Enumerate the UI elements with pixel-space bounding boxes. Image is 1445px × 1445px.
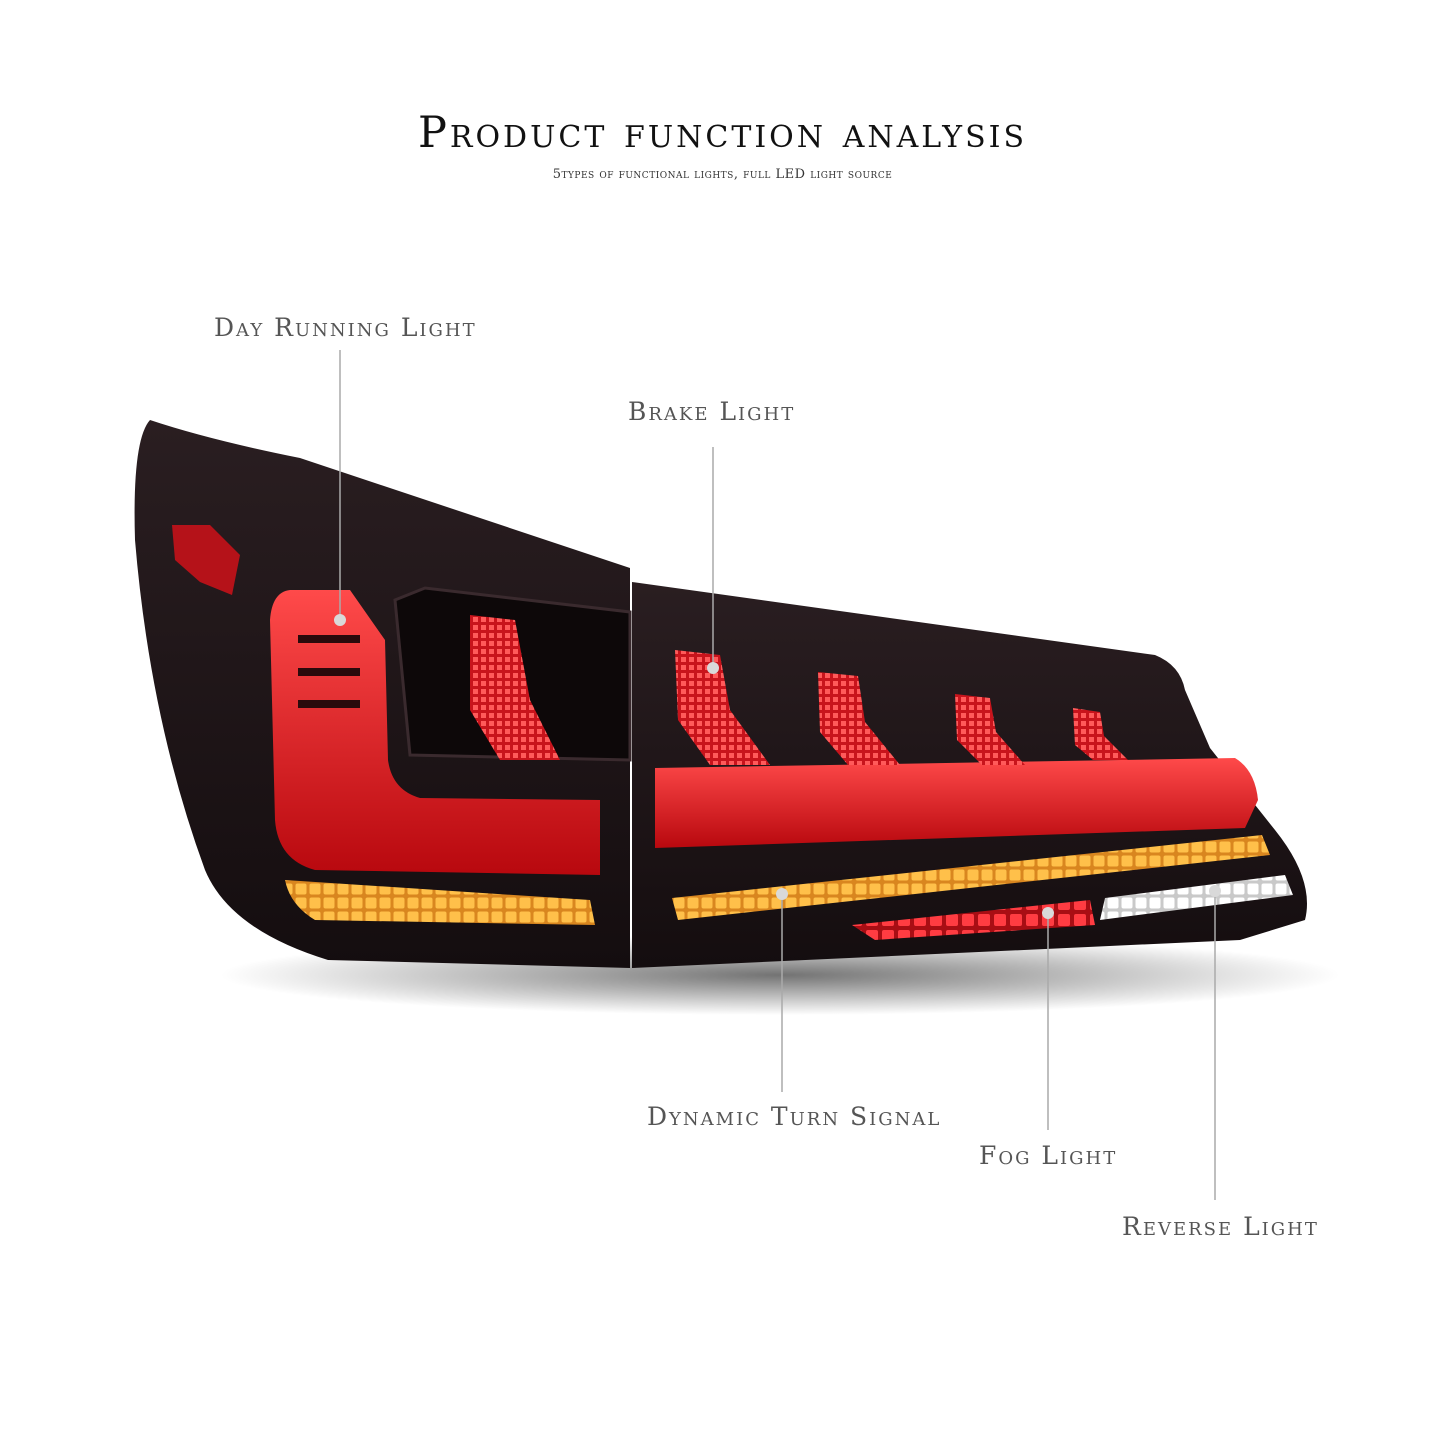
right-red-bar (655, 758, 1258, 848)
callout-dot (334, 614, 346, 626)
brake-chevron (818, 672, 900, 765)
side-marker-lamp (172, 525, 240, 595)
callout-dot (776, 888, 788, 900)
brake-chevron (955, 694, 1025, 765)
reverse-light-strip (1100, 875, 1293, 920)
callout-reverse (1209, 885, 1221, 1200)
callout-dot (1209, 885, 1221, 897)
callout-day-running (334, 350, 346, 626)
drl-segment (298, 635, 360, 643)
turn-signal-strip-right (672, 835, 1270, 920)
label-dynamic-turn-signal: Dynamic Turn Signal (647, 1102, 942, 1131)
page-title: Product function analysis (417, 108, 1028, 158)
brake-chevron (470, 615, 560, 760)
drl-segment (298, 668, 360, 676)
callout-turn (776, 888, 788, 1092)
callout-brake (707, 447, 719, 674)
brake-light-chevrons (470, 615, 1128, 765)
label-reverse-light: Reverse Light (1122, 1212, 1319, 1241)
label-day-running-light: Day Running Light (214, 313, 477, 342)
drl-segment (298, 700, 360, 708)
turn-signal-strip-left (285, 880, 595, 925)
page-subtitle: 5types of functional lights, full LED li… (552, 167, 893, 182)
callout-dot (707, 662, 719, 674)
brake-chevron (1073, 708, 1128, 760)
brake-chevron (675, 650, 770, 765)
callout-dot (1042, 907, 1054, 919)
label-fog-light: Fog Light (979, 1141, 1118, 1170)
fog-light-strip (852, 900, 1095, 940)
left-red-lens (270, 590, 600, 875)
label-brake-light: Brake Light (628, 397, 796, 426)
callout-fog (1042, 907, 1054, 1130)
